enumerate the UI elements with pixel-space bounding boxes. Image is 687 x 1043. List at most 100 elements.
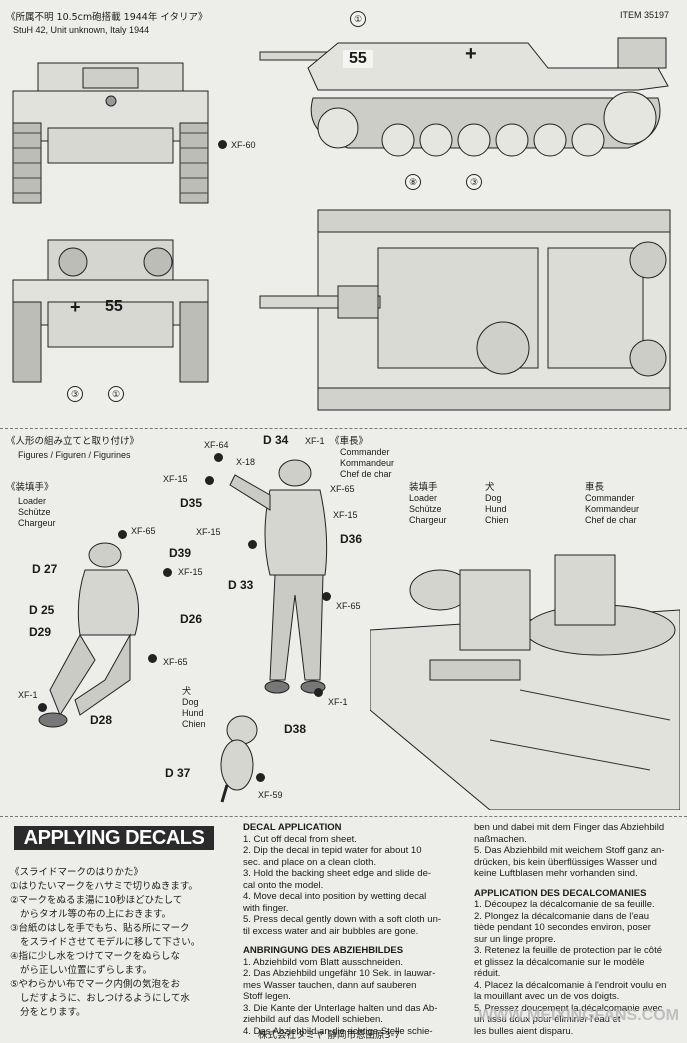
part-d33: D 33 [228,578,254,592]
decal-de-line: 3. Die Kante der Unterlage halten und da… [243,1002,438,1014]
decal-en-line: 5. Press decal gently down with a soft c… [243,914,442,925]
decal-fr-line: les bulles aient disparu. [474,1025,574,1037]
paint-xf64: XF-64 [204,440,229,450]
diagram-commander-1: Kommandeur [585,504,640,514]
decal-jp-column: 《スライドマークのはりかた》 ①はりたいマークをハサミで切りぬきます。 ②マーク… [10,866,200,1020]
paint-xf1: XF-1 [305,436,325,446]
decal-en-line: with finger. [243,902,289,914]
decal-en-line: 1. Cut off decal from sheet. [243,833,357,845]
decal-jp-line: ①はりたいマークをハサミで切りぬきます。 [10,881,198,892]
paint-xf1: XF-1 [18,690,38,700]
paint-xf65: XF-65 [330,484,355,494]
paint-code-xf60: XF-60 [231,140,256,150]
decal-de-line: 4. Das Abziehbild an die richtige Stelle… [243,1025,433,1037]
dog-label-2: Chien [182,719,206,729]
loader-label-0: Loader [18,496,47,506]
decal-en-line: til excess water and air bubbles are gon… [243,925,419,937]
decal-fr-line: tiède pendant 10 secondes environ, poser [474,922,651,933]
decal-de-cont-line: drücken, bis kein überflüssiges Wasser u… [474,856,657,868]
decal-fr-line: et glissez la décalcomanie sur le modèle [474,956,645,968]
commander-label-1: Kommandeur [340,458,395,468]
paint-xf1: XF-1 [328,697,348,707]
decal-en-line: 2. Dip the decal in tepid water for abou… [243,845,422,856]
decal-jp-line: ③台紙のはしを手でもち、貼る所にマーク [10,923,190,934]
decal-jp-line: ⑤やわらかい布でマーク内側の気泡をお [10,979,181,990]
figures-title-jp: 《人形の組み立てと取り付け》 [6,436,140,447]
decal-en-de-column: DECAL APPLICATION 1. Cut off decal from … [243,822,441,1037]
decal-de-cont-line: naßmachen. [474,833,527,845]
part-d29: D29 [29,625,52,639]
figure-installation-drawing [370,554,680,810]
paint-dot [205,476,214,485]
side-view-drawing [259,37,669,157]
dog-figure-drawing [220,715,258,803]
decal-de-line: 2. Das Abziehbild ungefähr 10 Sek. in la… [243,968,436,979]
callout-1-side: ① [350,11,366,27]
decal-fr-line: réduit. [474,968,501,979]
watermark: WWW.MEIXINGFANS.COM [478,1007,679,1024]
front-view-drawing [12,62,209,204]
diagram-dog-jp: 犬 [485,482,495,493]
decal-jp-line: からタオル等の布の上におきます。 [20,909,172,920]
applying-decals-banner: APPLYING DECALS [14,826,214,850]
section-divider [0,428,687,429]
decal-jp-line: 分をとります。 [20,1007,86,1018]
paint-xf15: XF-15 [196,527,221,537]
decal-jp-line: しだすように、おしつけるようにして水 [20,993,190,1004]
decal-en-line: 4. Move decal into position by wetting d… [243,891,427,902]
paint-xf59: XF-59 [258,790,283,800]
paint-dot [163,568,172,577]
decal-en-title: DECAL APPLICATION [243,822,342,833]
decal-jp-line: ②マークをぬるま湯に10秒ほどひたして [10,895,183,906]
commander-label-2: Chef de char [340,469,392,479]
paint-xf65: XF-65 [163,657,188,667]
top-view-drawing [259,209,671,411]
loader-label-jp: 《装填手》 [6,482,54,493]
decal-de-title: ANBRINGUNG DES ABZIEHBILDES [243,945,404,956]
part-d25: D 25 [29,603,55,617]
part-d35: D35 [180,496,203,510]
part-d34: D 34 [263,433,289,447]
paint-dot [38,703,47,712]
diagram-loader-0: Loader [409,493,438,503]
decal-en-line: 3. Hold the backing sheet edge and slide… [243,868,432,879]
diagram-loader-jp: 装填手 [409,482,438,493]
decal-fr-line: 5. Pressez doucement la décalcomanie ave… [474,1002,663,1014]
decal-fr-line: 3. Retenez la feuille de protection par … [474,945,663,956]
dog-label-jp: 犬 [182,686,192,696]
decal-fr-title: APPLICATION DES DECALCOMANIES [474,887,647,899]
diagram-commander-2: Chef de char [585,515,637,525]
decal-fr-line: 1. Découpez la décalcomanie de sa feuill… [474,899,655,910]
diagram-commander-0: Commander [585,493,635,503]
decal-de-fr-column: ben und dabei mit dem Finger das Abziehb… [474,822,666,1037]
decal-de-cont-line: keine Luftblasen mehr vorhanden sind. [474,868,638,879]
decal-jp-line: がら正しい位置にずらします。 [20,965,153,976]
decal-jp-line: ④指に少し水をつけてマークをぬらしな [10,951,181,962]
decal-fr-line: sur un linge propre. [474,933,556,945]
diagram-dog-1: Hund [485,504,507,514]
rear-view-drawing [12,239,209,383]
hull-number-rear: 55 [105,298,123,315]
paint-dot [148,654,157,663]
commander-label-0: Commander [340,447,390,457]
paint-x18: X-18 [236,457,256,467]
callout-8-side: ⑧ [405,174,421,190]
paint-xf15: XF-15 [178,567,203,577]
decal-de-line: ziehbild auf das Modell schieben. [243,1014,383,1025]
paint-dot [248,540,257,549]
diagram-loader-2: Chargeur [409,515,447,525]
decal-jp-title: 《スライドマークのはりかた》 [10,867,144,878]
decal-de-cont-line: ben und dabei mit dem Finger das Abziehb… [474,822,665,833]
paint-dot [256,773,265,782]
decal-fr-line: la mouillant avec un de vos doigts. [474,991,620,1002]
vehicle-caption-en: StuH 42, Unit unknown, Italy 1944 [13,25,150,35]
decal-fr-line: un tissu doux pour éliminer l'eau et [474,1014,621,1025]
loader-label-1: Schütze [18,507,51,517]
paint-marker-dot [218,140,227,149]
diagram-commander-jp: 車長 [585,482,605,493]
loader-figure-drawing [38,542,140,728]
callout-1-rear: ① [108,386,124,402]
decal-jp-line: をスライドさせてモデルに移して下さい。 [20,937,201,948]
balkenkreuz-icon: + [465,43,477,65]
diagram-loader-1: Schütze [409,504,442,514]
